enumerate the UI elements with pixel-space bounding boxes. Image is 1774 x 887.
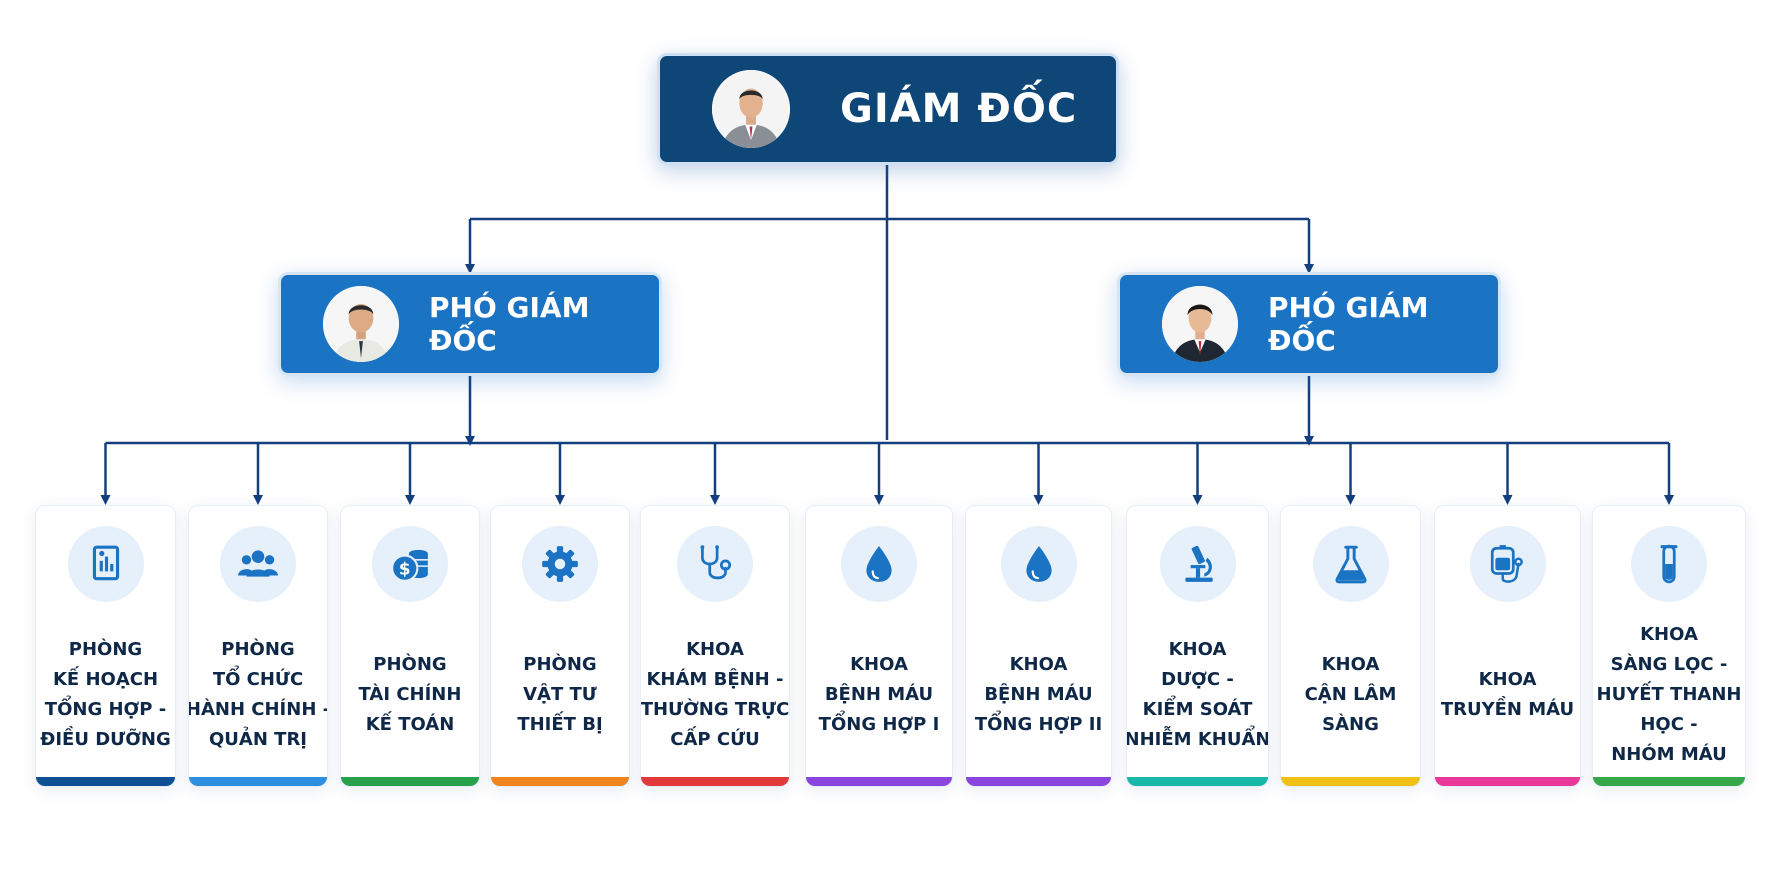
deputy-avatar-left [323, 286, 399, 362]
svg-text:$: $ [399, 559, 411, 579]
department-label-line: THƯỜNG TRỰC [640, 699, 790, 720]
department-label-line: QUẢN TRỊ [208, 729, 307, 750]
department-label-line: CẬN LÂM [1304, 684, 1397, 705]
test-tube-icon [1631, 526, 1707, 602]
department-label-line: HUYẾT THANH [1596, 684, 1742, 705]
department-label-line: BỆNH MÁU [824, 684, 934, 705]
department-label-line: KHOA [1478, 669, 1537, 690]
department-label-line: BỆNH MÁU [984, 684, 1093, 705]
department-color-bar [491, 777, 629, 786]
department-label-line: PHÒNG [68, 639, 143, 660]
department-label-line: SÀNG [1322, 714, 1379, 735]
department-label-line: KIỂM SOÁT [1142, 699, 1253, 720]
department-label-line: KHÁM BỆNH - [646, 669, 784, 690]
blood-drop-icon [841, 526, 917, 602]
department-label-line: KHOA [1009, 654, 1068, 675]
department-label-line: DƯỢC - [1161, 669, 1234, 690]
department-label-line: TỔNG HỢP I [818, 714, 940, 735]
department-label: KHOA SÀNG LỌC - HUYẾT THANH HỌC - NHÓM MÁU [1596, 618, 1742, 772]
department-card-khoa-duoc-kiem-soat-nhiem-khuan: KHOA DƯỢC - KIỂM SOÁT NHIỄM KHUẨN [1126, 505, 1269, 787]
department-label-line: TÀI CHÍNH [358, 684, 462, 705]
report-document-icon [67, 526, 144, 602]
department-label-line: PHÒNG [373, 654, 447, 675]
department-label-line: KHOA [1168, 639, 1227, 660]
department-label: KHOA BỆNH MÁU TỔNG HỢP I [810, 618, 948, 772]
department-label-line: TỔNG HỢP - [44, 699, 167, 720]
department-color-bar [189, 777, 327, 786]
deputy-director-box-right: PHÓ GIÁM ĐỐC [1117, 272, 1501, 376]
department-label-line: CẤP CỨU [670, 729, 760, 750]
director-box: GIÁM ĐỐC [657, 53, 1119, 165]
department-color-bar [641, 777, 789, 786]
deputy-director-box-left: PHÓ GIÁM ĐỐC [278, 272, 662, 376]
department-label: PHÒNG TÀI CHÍNH KẾ TOÁN [345, 618, 475, 772]
department-color-bar [1593, 777, 1745, 786]
department-color-bar [1127, 777, 1268, 786]
department-label-line: HÀNH CHÍNH - [188, 699, 328, 720]
people-group-icon [220, 526, 296, 602]
department-card-khoa-kham-benh-thuong-truc-cap-cuu: KHOA KHÁM BỆNH - THƯỜNG TRỰC CẤP CỨU [640, 505, 790, 787]
department-label-line: PHÒNG [523, 654, 597, 675]
department-card-khoa-truyen-mau: KHOA TRUYỀN MÁU [1434, 505, 1581, 787]
department-card-phong-vat-tu-thiet-bi: PHÒNG VẬT TƯ THIẾT BỊ [490, 505, 630, 787]
department-label-line: ĐIỀU DƯỠNG [40, 729, 171, 750]
department-label-line: KHOA [1321, 654, 1380, 675]
department-label-line: KHOA [850, 654, 908, 675]
department-color-bar [966, 777, 1111, 786]
deputy-title-right: PHÓ GIÁM ĐỐC [1268, 291, 1429, 357]
department-label: KHOA TRUYỀN MÁU [1439, 618, 1576, 772]
department-label: PHÒNG VẬT TƯ THIẾT BỊ [495, 618, 625, 772]
department-label-line: KHOA [1640, 624, 1698, 645]
department-card-khoa-benh-mau-tong-hop-ii: KHOA BỆNH MÁU TỔNG HỢP II [965, 505, 1112, 787]
department-label: KHOA BỆNH MÁU TỔNG HỢP II [970, 618, 1107, 772]
department-label: KHOA KHÁM BỆNH - THƯỜNG TRỰC CẤP CỨU [641, 618, 789, 772]
microscope-icon [1159, 526, 1236, 602]
department-color-bar [1435, 777, 1580, 786]
gear-icon [522, 526, 598, 602]
department-label: KHOA CẬN LÂM SÀNG [1285, 618, 1416, 772]
department-label-line: KẾ HOẠCH [52, 669, 159, 690]
director-title: GIÁM ĐỐC [840, 86, 1078, 132]
department-card-phong-ke-hoach-tong-hop-dieu-duong: PHÒNG KẾ HOẠCH TỔNG HỢP - ĐIỀU DƯỠNG [35, 505, 176, 787]
director-avatar [712, 70, 790, 148]
deputy-avatar-right [1162, 286, 1238, 362]
department-color-bar [36, 777, 175, 786]
money-coins-icon: $ [372, 526, 448, 602]
department-label: KHOA DƯỢC - KIỂM SOÁT NHIỄM KHUẨN [1127, 618, 1268, 772]
flask-icon [1312, 526, 1389, 602]
department-label-line: TỔ CHỨC [212, 669, 304, 690]
blood-bag-icon [1469, 526, 1546, 602]
department-color-bar [806, 777, 952, 786]
department-card-phong-to-chuc-hanh-chinh-quan-tri: PHÒNG TỔ CHỨC HÀNH CHÍNH - QUẢN TRỊ [188, 505, 328, 787]
department-label-line: TRUYỀN MÁU [1440, 699, 1575, 720]
department-label-line: HỌC - [1640, 714, 1698, 735]
blood-drop-icon [1000, 526, 1077, 602]
department-card-phong-tai-chinh-ke-toan: $ PHÒNG TÀI CHÍNH KẾ TOÁN [340, 505, 480, 787]
department-label-line: KHOA [686, 639, 744, 660]
department-label: PHÒNG KẾ HOẠCH TỔNG HỢP - ĐIỀU DƯỠNG [40, 618, 171, 772]
department-label-line: VẬT TƯ [523, 684, 597, 705]
department-card-khoa-can-lam-sang: KHOA CẬN LÂM SÀNG [1280, 505, 1421, 787]
department-card-khoa-benh-mau-tong-hop-i: KHOA BỆNH MÁU TỔNG HỢP I [805, 505, 953, 787]
department-label-line: NHIỄM KHUẨN [1126, 729, 1269, 750]
department-color-bar [341, 777, 479, 786]
deputy-title-left: PHÓ GIÁM ĐỐC [429, 291, 590, 357]
department-label-line: SÀNG LỌC - [1610, 654, 1728, 675]
department-label-line: KẾ TOÁN [365, 714, 455, 735]
department-label-line: NHÓM MÁU [1611, 744, 1727, 765]
stethoscope-icon [677, 526, 753, 602]
department-label-line: PHÒNG [221, 639, 295, 660]
department-label-line: THIẾT BỊ [517, 714, 603, 735]
department-card-khoa-sang-loc-huyet-thanh-hoc-nhom-mau: KHOA SÀNG LỌC - HUYẾT THANH HỌC - NHÓM MÁU [1592, 505, 1746, 787]
department-color-bar [1281, 777, 1420, 786]
department-label-line: TỔNG HỢP II [974, 714, 1103, 735]
department-label: PHÒNG TỔ CHỨC HÀNH CHÍNH - QUẢN TRỊ [189, 618, 327, 772]
